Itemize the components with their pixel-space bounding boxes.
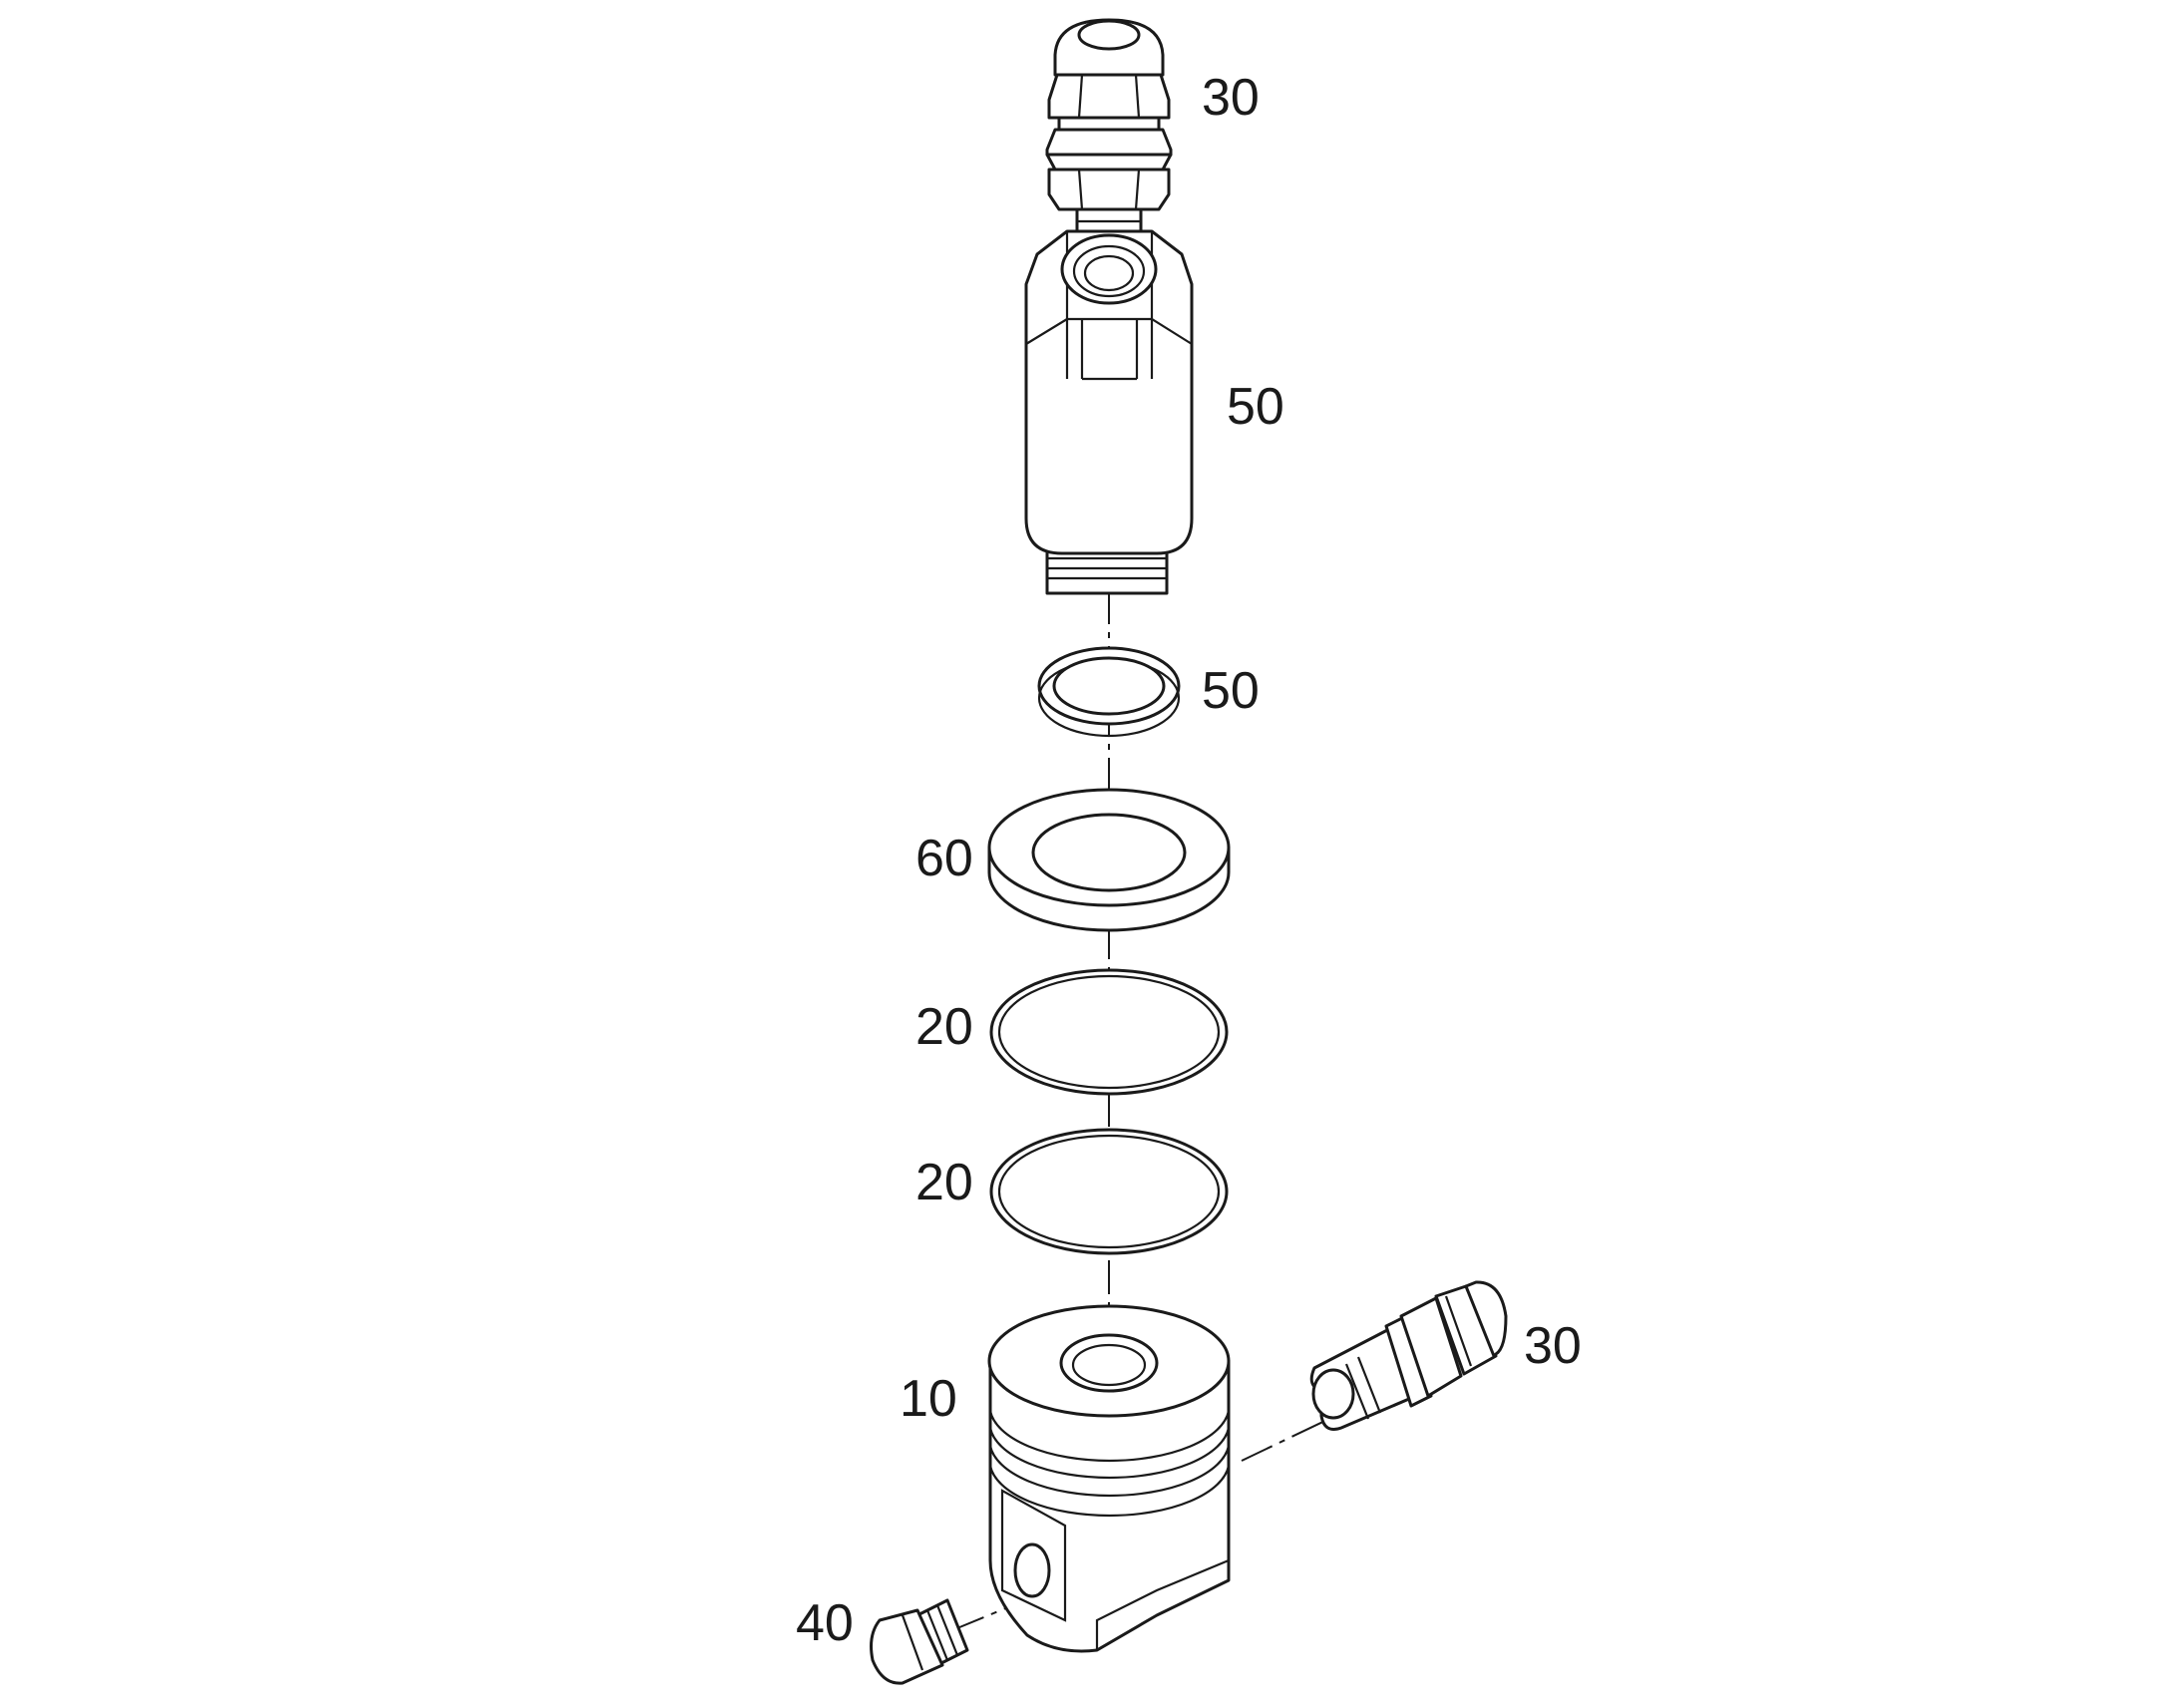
callout-base-body: 10 — [900, 1370, 957, 1428]
callout-plug: 40 — [796, 1594, 854, 1652]
callout-housing: 50 — [1227, 378, 1284, 436]
callout-washer: 60 — [915, 830, 973, 887]
washer-part — [987, 788, 1231, 932]
callout-side-fitting: 30 — [1524, 1317, 1582, 1375]
base-body-part — [987, 1304, 1231, 1653]
assembly-axis-side — [1241, 1405, 1357, 1462]
oring-lower-part — [989, 1128, 1229, 1255]
housing-part — [1024, 229, 1194, 595]
callout-top-fitting: 30 — [1202, 69, 1260, 127]
callout-oring-upper: 20 — [915, 998, 973, 1056]
seal-ring-part — [1037, 646, 1181, 738]
callout-oring-lower: 20 — [915, 1154, 973, 1211]
top-fitting-part — [1045, 18, 1173, 235]
oring-upper-part — [989, 968, 1229, 1096]
side-fitting-part — [1309, 1280, 1508, 1431]
plug-part — [870, 1598, 969, 1685]
callout-seal-ring: 50 — [1202, 662, 1260, 720]
